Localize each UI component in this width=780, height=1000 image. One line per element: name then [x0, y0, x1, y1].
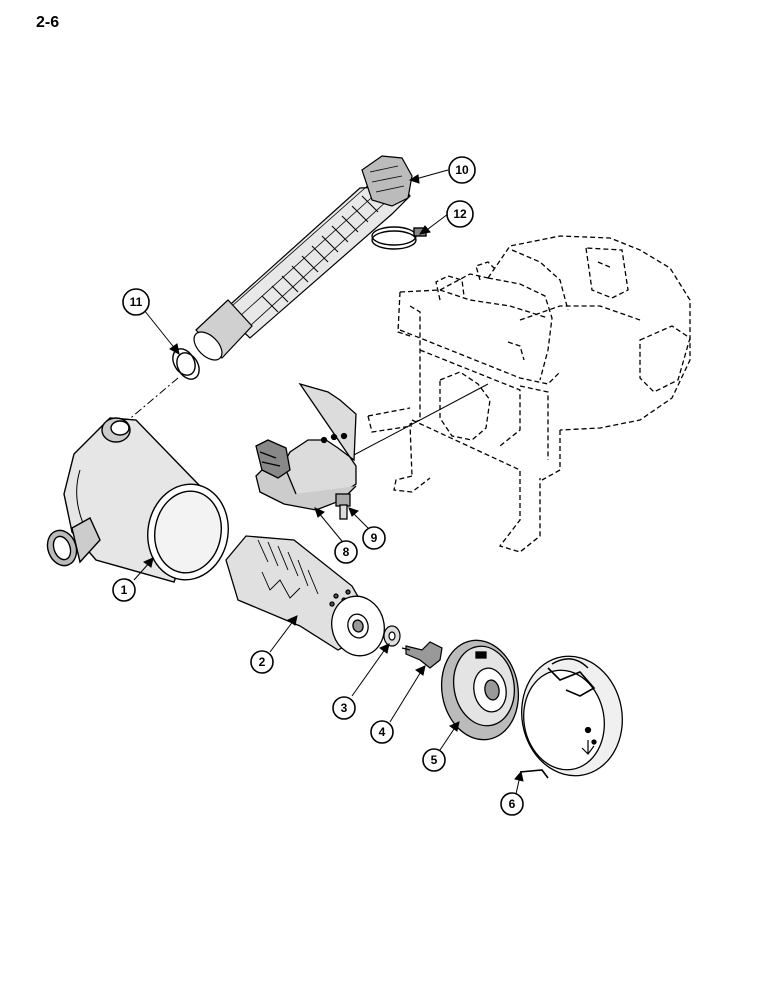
air-cleaner-housing	[46, 417, 229, 583]
washer	[383, 625, 401, 647]
end-cap	[519, 655, 623, 779]
svg-text:5: 5	[431, 753, 438, 767]
svg-text:6: 6	[509, 797, 516, 811]
filter-element	[225, 535, 385, 657]
callout-11: 11	[122, 288, 150, 316]
callout-8: 8	[334, 540, 358, 564]
callout-1: 1	[112, 578, 136, 602]
callout-4: 4	[370, 720, 394, 744]
callout-5: 5	[422, 748, 446, 772]
bolt	[335, 493, 351, 520]
callout-9: 9	[362, 526, 386, 550]
svg-text:11: 11	[130, 295, 143, 309]
svg-text:1: 1	[121, 583, 128, 597]
bracket-mount-leader	[351, 383, 489, 457]
callout-leaders	[133, 169, 524, 795]
callout-2: 2	[250, 650, 274, 674]
element-cover	[440, 639, 520, 741]
callout-12: 12	[446, 200, 474, 228]
hose-clamp-upper	[371, 226, 427, 250]
svg-text:4: 4	[379, 725, 386, 739]
svg-text:8: 8	[343, 545, 350, 559]
svg-text:9: 9	[371, 531, 378, 545]
callout-3: 3	[332, 696, 356, 720]
callout-10: 10	[448, 156, 476, 184]
assembly-centerline	[125, 377, 179, 423]
svg-text:12: 12	[453, 207, 467, 221]
wing-nut	[401, 641, 443, 669]
svg-text:2: 2	[259, 655, 266, 669]
mounting-bracket	[255, 382, 357, 511]
page-number: 2-6	[36, 14, 60, 31]
svg-text:10: 10	[455, 163, 469, 177]
intake-hose	[193, 155, 413, 361]
engine-outline	[367, 235, 691, 553]
svg-text:3: 3	[341, 701, 348, 715]
filter-pleats	[257, 539, 319, 599]
hose-corrugations	[221, 179, 411, 339]
callout-6: 6	[500, 792, 524, 816]
